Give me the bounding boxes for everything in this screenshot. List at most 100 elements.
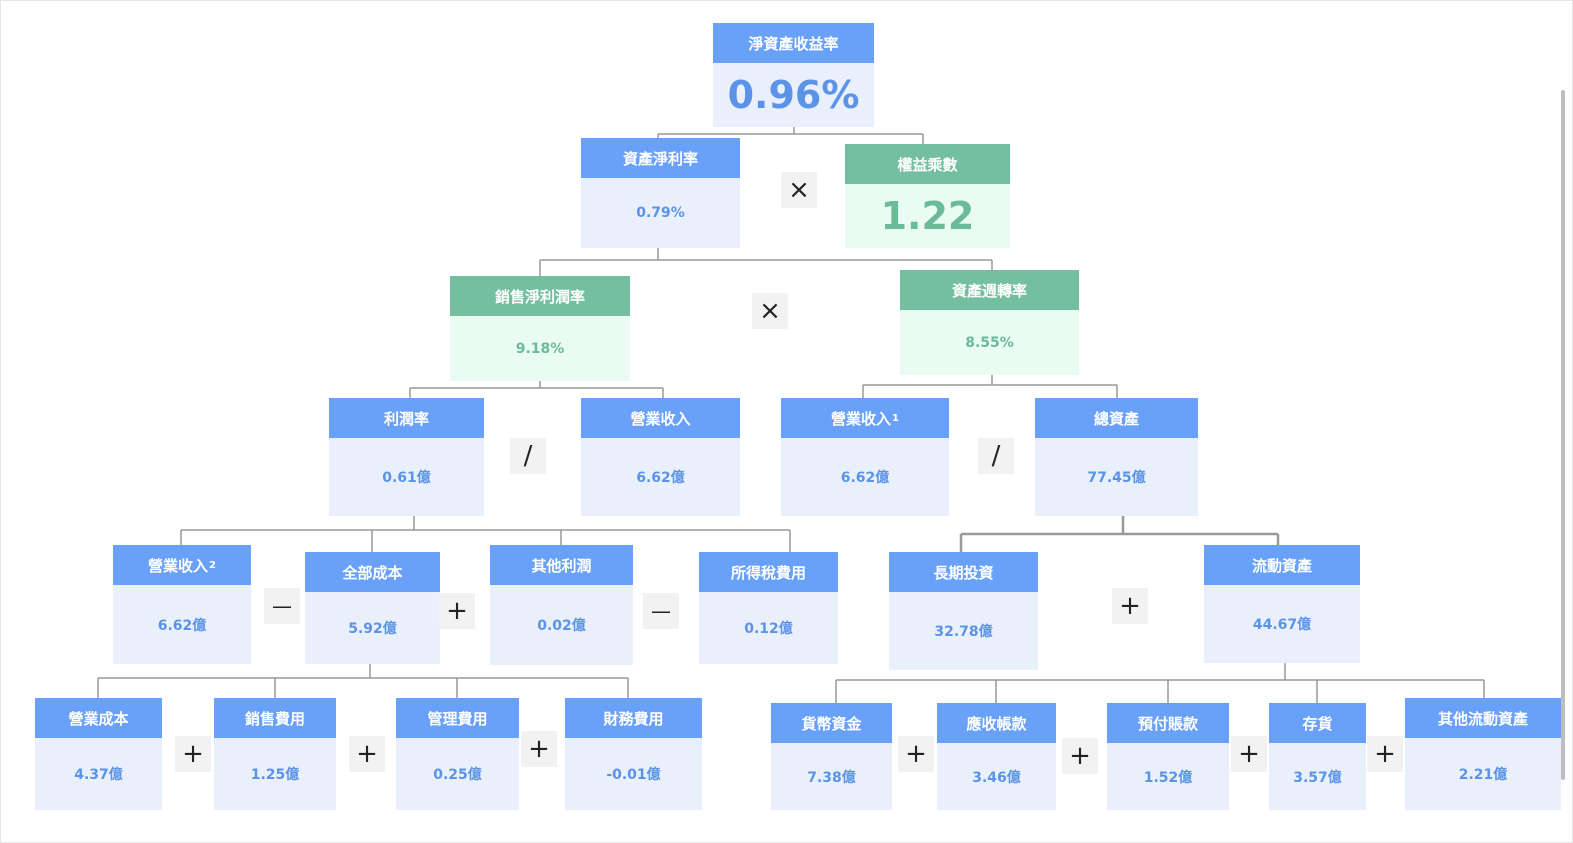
node-inventory: 存貨 3.57億 (1269, 703, 1366, 810)
node-cash: 貨幣資金 7.38億 (771, 703, 892, 810)
node-other-current-assets-label: 其他流動資產 (1405, 698, 1561, 738)
node-sales-expense: 銷售費用 1.25億 (214, 698, 336, 810)
node-receivables-value: 3.46億 (937, 743, 1056, 810)
node-finance-expense: 財務費用 -0.01億 (565, 698, 702, 810)
node-current-assets-label: 流動資產 (1204, 545, 1360, 585)
node-total-assets-value: 77.45億 (1035, 438, 1198, 516)
node-long-investment-value: 32.78億 (889, 592, 1038, 670)
node-roa-label: 資產淨利率 (581, 138, 740, 178)
node-total-assets: 總資產 77.45億 (1035, 398, 1198, 516)
node-total-cost: 全部成本 5.92億 (305, 552, 440, 664)
node-current-assets-value: 44.67億 (1204, 585, 1360, 663)
node-receivables-label: 應收帳款 (937, 703, 1056, 743)
connector-net-margin (409, 381, 664, 398)
node-income-tax-label: 所得稅費用 (699, 552, 838, 592)
minus-operator: — (643, 593, 679, 629)
plus-operator: + (439, 593, 475, 629)
divide-operator: ∕ (510, 438, 546, 474)
node-revenue-value: 6.62億 (581, 438, 740, 516)
plus-operator: + (1112, 588, 1148, 624)
node-operating-cost-label: 營業成本 (35, 698, 162, 738)
node-income-tax-value: 0.12億 (699, 592, 838, 664)
node-other-profit: 其他利潤 0.02億 (490, 545, 633, 665)
node-total-cost-value: 5.92億 (305, 592, 440, 664)
node-admin-expense: 管理費用 0.25億 (396, 698, 519, 810)
node-income-tax: 所得稅費用 0.12億 (699, 552, 838, 664)
node-net-margin: 銷售淨利潤率 9.18% (450, 276, 630, 381)
node-finance-expense-label: 財務費用 (565, 698, 702, 738)
node-net-margin-value: 9.18% (450, 316, 630, 381)
node-operating-cost-value: 4.37億 (35, 738, 162, 810)
node-revenue-2-label-text: 營業收入 (148, 556, 209, 575)
connector-total-cost (97, 664, 629, 698)
node-revenue-label: 營業收入 (581, 398, 740, 438)
plus-operator: + (349, 736, 385, 772)
node-roa: 資產淨利率 0.79% (581, 138, 740, 248)
plus-operator: + (175, 736, 211, 772)
node-revenue-1-value: 6.62億 (781, 438, 949, 516)
node-revenue-2-subscript: 2 (209, 559, 216, 571)
node-inventory-label: 存貨 (1269, 703, 1366, 743)
connector-total-assets (959, 516, 1280, 552)
plus-operator: + (1367, 736, 1403, 772)
node-prepaid-value: 1.52億 (1107, 743, 1229, 810)
node-net-margin-label: 銷售淨利潤率 (450, 276, 630, 316)
node-asset-turnover-value: 8.55% (900, 310, 1079, 375)
node-revenue: 營業收入 6.62億 (581, 398, 740, 516)
multiply-operator: × (752, 293, 788, 329)
plus-operator: + (521, 731, 557, 767)
node-revenue-1-label-text: 營業收入 (831, 409, 892, 428)
node-receivables: 應收帳款 3.46億 (937, 703, 1056, 810)
connector-asset-turnover (862, 375, 1118, 398)
node-sales-expense-value: 1.25億 (214, 738, 336, 810)
node-asset-turnover: 資產週轉率 8.55% (900, 270, 1079, 375)
node-other-profit-value: 0.02億 (490, 585, 633, 665)
node-revenue-1-subscript: 1 (892, 412, 899, 424)
node-admin-expense-label: 管理費用 (396, 698, 519, 738)
node-operating-cost: 營業成本 4.37億 (35, 698, 162, 810)
minus-operator: — (264, 588, 300, 624)
node-other-profit-label: 其他利潤 (490, 545, 633, 585)
node-asset-turnover-label: 資產週轉率 (900, 270, 1079, 310)
node-total-cost-label: 全部成本 (305, 552, 440, 592)
connector-roa (539, 248, 993, 276)
node-profit: 利潤率 0.61億 (329, 398, 484, 516)
node-roe-label: 淨資產收益率 (713, 23, 874, 63)
node-total-assets-label: 總資產 (1035, 398, 1198, 438)
node-roa-value: 0.79% (581, 178, 740, 248)
node-long-investment: 長期投資 32.78億 (889, 552, 1038, 670)
node-cash-label: 貨幣資金 (771, 703, 892, 743)
multiply-operator: × (781, 172, 817, 208)
connector-profit (180, 516, 791, 552)
node-equity-multiplier: 權益乘數 1.22 (845, 144, 1010, 248)
node-other-current-assets-value: 2.21億 (1405, 738, 1561, 810)
plus-operator: + (898, 736, 934, 772)
node-sales-expense-label: 銷售費用 (214, 698, 336, 738)
node-profit-label: 利潤率 (329, 398, 484, 438)
node-cash-value: 7.38億 (771, 743, 892, 810)
node-prepaid-label: 預付賬款 (1107, 703, 1229, 743)
node-inventory-value: 3.57億 (1269, 743, 1366, 810)
node-long-investment-label: 長期投資 (889, 552, 1038, 592)
node-equity-multiplier-value: 1.22 (845, 184, 1010, 248)
connector-current-assets (835, 663, 1485, 703)
vertical-scrollbar[interactable] (1561, 90, 1565, 780)
node-other-current-assets: 其他流動資產 2.21億 (1405, 698, 1561, 810)
connector-roe (657, 127, 924, 144)
plus-operator: + (1062, 738, 1098, 774)
node-finance-expense-value: -0.01億 (565, 738, 702, 810)
node-admin-expense-value: 0.25億 (396, 738, 519, 810)
node-roe: 淨資產收益率 0.96% (713, 23, 874, 127)
node-profit-value: 0.61億 (329, 438, 484, 516)
node-roe-value: 0.96% (713, 63, 874, 127)
plus-operator: + (1231, 736, 1267, 772)
divide-operator: ∕ (978, 438, 1014, 474)
node-current-assets: 流動資產 44.67億 (1204, 545, 1360, 663)
node-revenue-2-value: 6.62億 (113, 585, 251, 664)
node-equity-multiplier-label: 權益乘數 (845, 144, 1010, 184)
